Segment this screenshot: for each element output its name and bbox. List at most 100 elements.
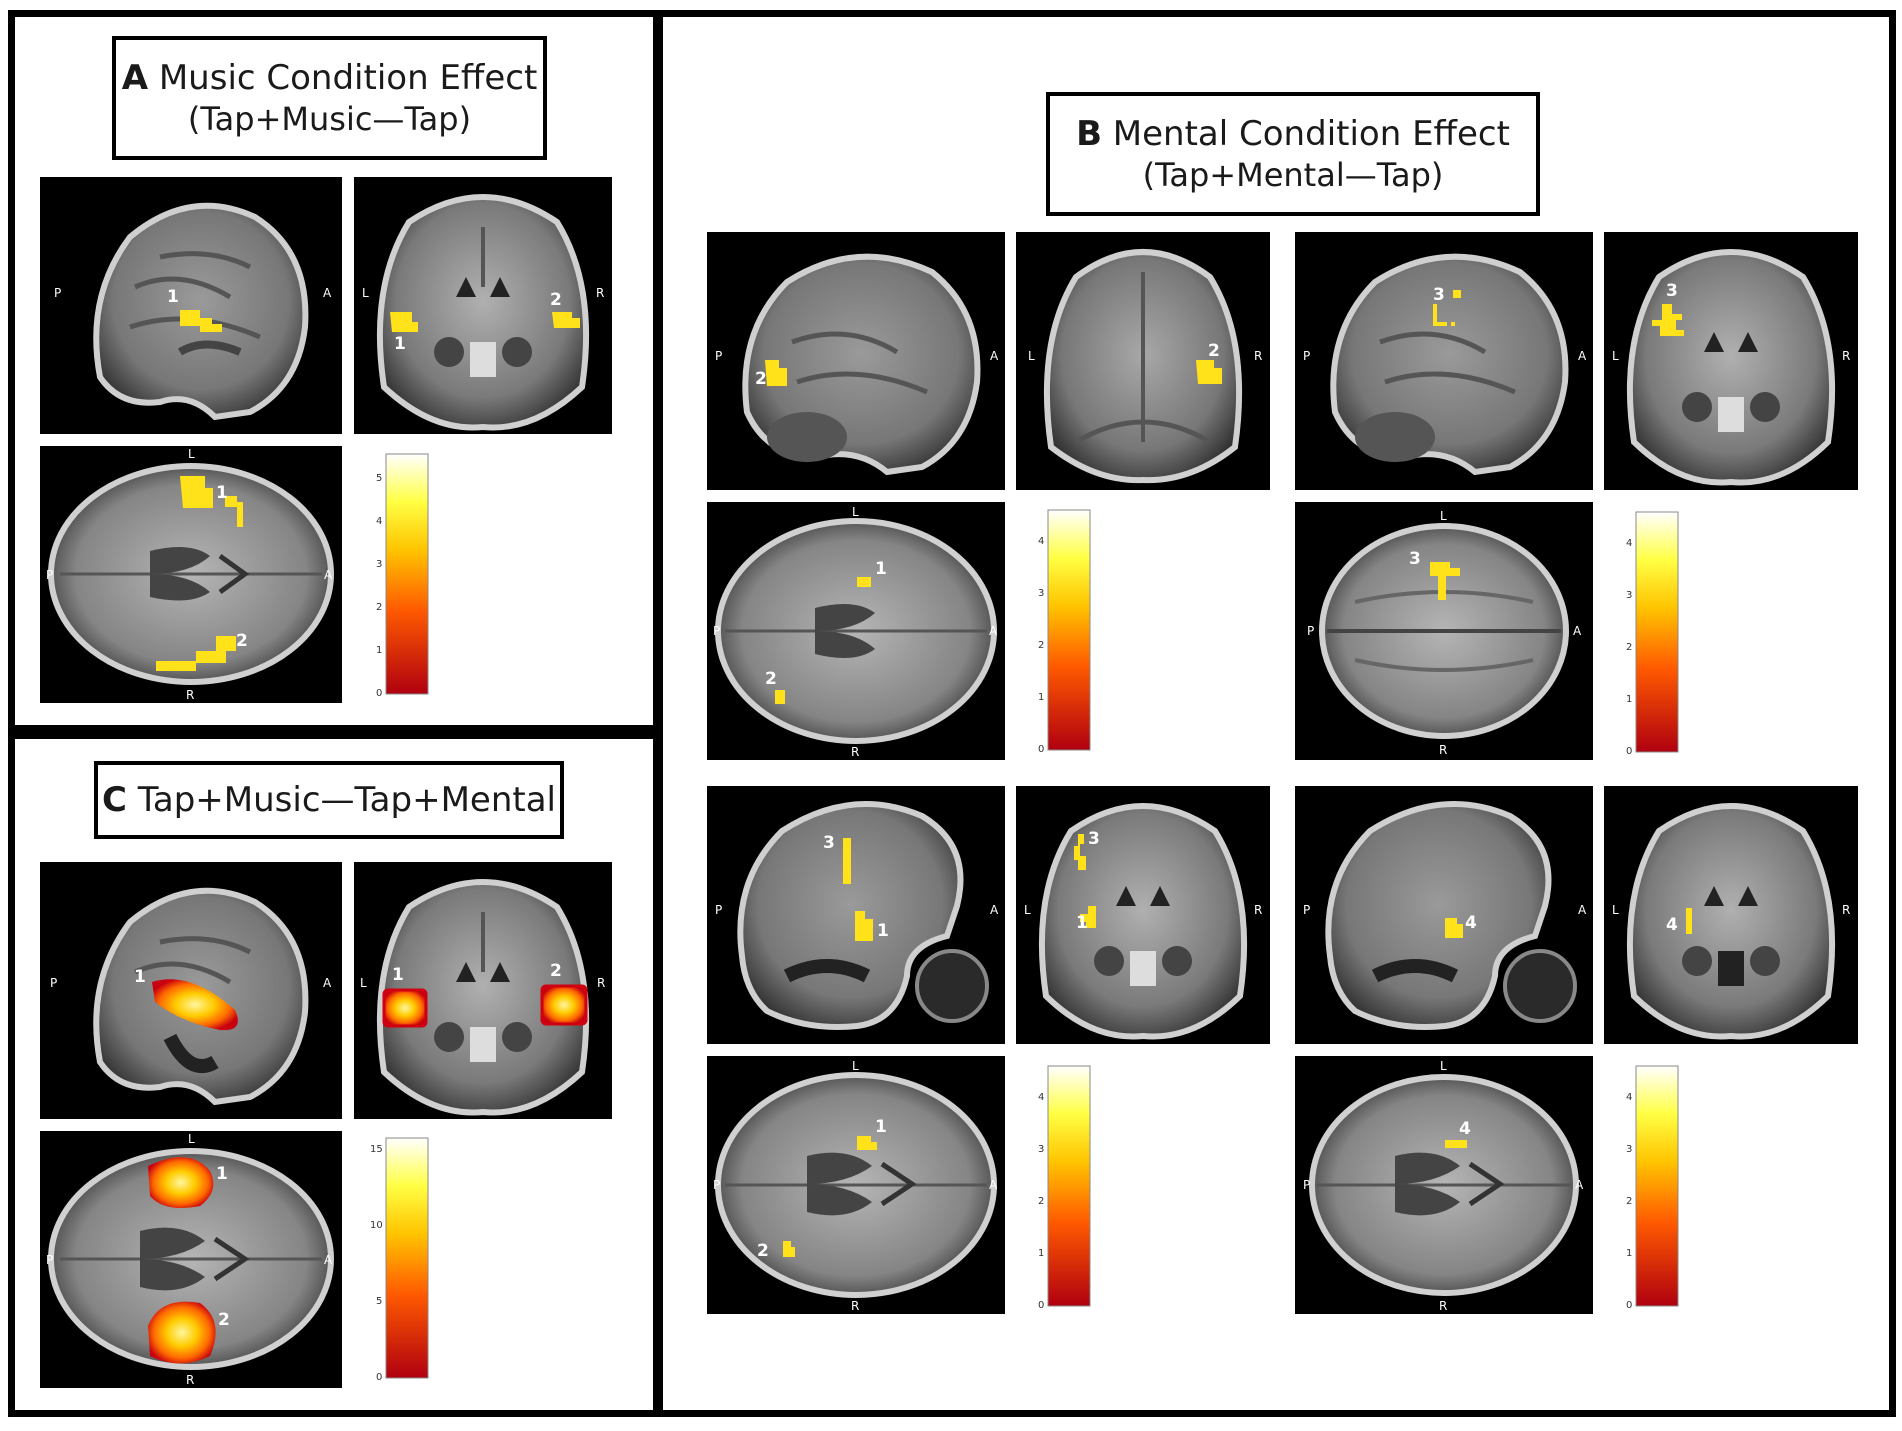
orientation-label-p: P bbox=[1303, 1178, 1310, 1192]
cluster-label: 3 bbox=[1088, 829, 1100, 849]
orientation-label-p: P bbox=[1307, 624, 1314, 638]
orientation-label-r: R bbox=[1842, 349, 1850, 363]
orientation-label-l: L bbox=[852, 1059, 859, 1073]
cluster-label: 2 bbox=[550, 290, 562, 310]
panel-b-coronal-scan-1: L R 2 bbox=[1016, 232, 1270, 490]
orientation-label-l: L bbox=[1024, 903, 1031, 917]
panel-b-letter: B bbox=[1076, 113, 1102, 154]
panel-b-sagittal-scan-3: P A 3 1 bbox=[707, 786, 1005, 1044]
cluster-label: 3 bbox=[823, 833, 835, 853]
panel-b-colorbar-4: 0 1 2 3 4 bbox=[1614, 1064, 1679, 1311]
orientation-label-r: R bbox=[1439, 1299, 1447, 1313]
panel-b-axial-scan-3: L R P A 1 2 bbox=[707, 1056, 1005, 1314]
orientation-label-p: P bbox=[713, 1178, 720, 1192]
orientation-label-a: A bbox=[989, 624, 998, 638]
panel-b-colorbar-1: 0 1 2 3 4 bbox=[1026, 508, 1091, 755]
orientation-label-l: L bbox=[1612, 349, 1619, 363]
panel-c-title: C Tap+Music—Tap+Mental bbox=[94, 761, 564, 839]
colorbar-tick-label: 4 bbox=[1038, 1092, 1044, 1103]
orientation-label-r: R bbox=[186, 1373, 194, 1387]
orientation-label-a: A bbox=[1575, 1178, 1584, 1192]
panel-a-coronal-scan: L R 1 2 bbox=[354, 177, 612, 434]
orientation-label-p: P bbox=[1303, 903, 1310, 917]
orientation-label-p: P bbox=[50, 976, 57, 990]
colorbar-tick-label: 0 bbox=[376, 688, 382, 699]
colorbar-tick-label: 15 bbox=[370, 1144, 383, 1155]
orientation-label-r: R bbox=[851, 1299, 859, 1313]
orientation-label-r: R bbox=[1842, 903, 1850, 917]
colorbar-tick-label: 4 bbox=[1038, 536, 1044, 547]
panel-b-coronal-scan-2: L R 3 bbox=[1604, 232, 1858, 490]
colorbar-tick-label: 3 bbox=[1626, 590, 1632, 601]
panel-b-coronal-scan-3: L R 3 1 bbox=[1016, 786, 1270, 1044]
cluster-label: 4 bbox=[1666, 915, 1678, 935]
colorbar-tick-label: 2 bbox=[1038, 640, 1044, 651]
panel-c-letter: C bbox=[101, 779, 127, 820]
cluster-label: 2 bbox=[1208, 341, 1220, 361]
orientation-label-p: P bbox=[1303, 349, 1310, 363]
panel-a-subtitle: (Tap+Music—Tap) bbox=[187, 100, 472, 139]
colorbar-tick-label: 5 bbox=[376, 1296, 382, 1307]
colorbar-tick-label: 0 bbox=[1626, 746, 1632, 757]
orientation-label-r: R bbox=[1254, 349, 1262, 363]
colorbar-tick-label: 4 bbox=[376, 516, 382, 527]
colorbar-tick-label: 2 bbox=[1626, 1196, 1632, 1207]
panel-c-sagittal-scan: P A 1 bbox=[40, 862, 342, 1119]
orientation-label-r: R bbox=[596, 286, 604, 300]
cluster-label: 4 bbox=[1465, 913, 1477, 933]
cluster-label: 1 bbox=[134, 967, 146, 987]
colorbar-tick-label: 2 bbox=[376, 602, 382, 613]
colorbar-tick-label: 3 bbox=[376, 559, 382, 570]
cluster-label: 3 bbox=[1666, 281, 1678, 301]
colorbar-tick-label: 4 bbox=[1626, 538, 1632, 549]
panel-b-coronal-scan-4: L R 4 bbox=[1604, 786, 1858, 1044]
colorbar-tick-label: 1 bbox=[1626, 694, 1632, 705]
orientation-label-a: A bbox=[1578, 349, 1587, 363]
colorbar-tick-label: 4 bbox=[1626, 1092, 1632, 1103]
cluster-label: 2 bbox=[236, 631, 248, 651]
cluster-label: 2 bbox=[765, 669, 777, 689]
orientation-label-r: R bbox=[186, 688, 194, 702]
orientation-label-p: P bbox=[713, 624, 720, 638]
colorbar-tick-label: 0 bbox=[1038, 744, 1044, 755]
panel-b-sagittal-scan-1: P A 2 bbox=[707, 232, 1005, 490]
cluster-label: 1 bbox=[216, 483, 228, 503]
orientation-label-l: L bbox=[1440, 1059, 1447, 1073]
cluster-label: 1 bbox=[875, 1117, 887, 1137]
colorbar-tick-label: 1 bbox=[1626, 1248, 1632, 1259]
orientation-label-l: L bbox=[1440, 509, 1447, 523]
orientation-label-p: P bbox=[46, 568, 53, 582]
colorbar-tick-label: 1 bbox=[376, 645, 382, 656]
cluster-label: 1 bbox=[877, 921, 889, 941]
colorbar-tick-label: 2 bbox=[1626, 642, 1632, 653]
colorbar-tick-label: 5 bbox=[376, 473, 382, 484]
panel-c-colorbar: 0 5 10 15 bbox=[364, 1136, 429, 1383]
panel-b-colorbar-3: 0 1 2 3 4 bbox=[1026, 1064, 1091, 1311]
panel-b-subtitle: (Tap+Mental—Tap) bbox=[1142, 156, 1444, 195]
panel-a-heading: Music Condition Effect bbox=[158, 57, 538, 98]
panel-b-colorbar-2: 0 1 2 3 4 bbox=[1614, 510, 1679, 757]
panel-a-colorbar: 0 1 2 3 4 5 bbox=[364, 452, 429, 699]
colorbar-tick-label: 2 bbox=[1038, 1196, 1044, 1207]
panel-a-title: A Music Condition Effect (Tap+Music—Tap) bbox=[112, 36, 547, 160]
orientation-label-l: L bbox=[360, 976, 367, 990]
cluster-label: 2 bbox=[755, 369, 767, 389]
orientation-label-r: R bbox=[597, 976, 605, 990]
orientation-label-p: P bbox=[715, 903, 722, 917]
cluster-label: 1 bbox=[1076, 913, 1088, 933]
orientation-label-r: R bbox=[1439, 743, 1447, 757]
cluster-label: 4 bbox=[1459, 1119, 1471, 1139]
orientation-label-a: A bbox=[323, 976, 332, 990]
panel-b-axial-scan-2: L R P A 3 bbox=[1295, 502, 1593, 760]
orientation-label-a: A bbox=[324, 1253, 333, 1267]
cluster-label: 2 bbox=[757, 1241, 769, 1261]
colorbar-tick-label: 1 bbox=[1038, 1248, 1044, 1259]
colorbar-tick-label: 10 bbox=[370, 1220, 383, 1231]
panel-b-axial-scan-1: L R P A 1 2 bbox=[707, 502, 1005, 760]
panel-c-axial-scan: L R P A 1 2 bbox=[40, 1131, 342, 1388]
cluster-label: 1 bbox=[394, 334, 406, 354]
cluster-label: 1 bbox=[167, 287, 179, 307]
orientation-label-l: L bbox=[188, 1132, 195, 1146]
cluster-label: 1 bbox=[875, 559, 887, 579]
orientation-label-p: P bbox=[54, 286, 61, 300]
